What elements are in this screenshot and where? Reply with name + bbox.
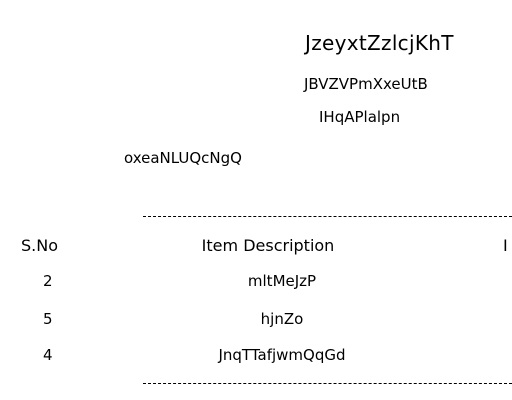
table-row-3-description: JnqTTafjwmQqGd [218,346,346,364]
table-row-1-description: mltMeJzP [247,272,317,290]
column-header-truncated: I [503,236,508,255]
table-row-1-sno: 2 [43,272,53,290]
customer-name: oxeaNLUQcNgQ [124,149,242,167]
dashed-divider-top [143,216,512,217]
column-header-item-description: Item Description [201,236,335,255]
table-row-3-sno: 4 [43,346,53,364]
document-title: JzeyxtZzlcjKhT [305,31,454,55]
dashed-divider-bottom [143,383,512,384]
column-header-sno: S.No [21,236,58,255]
table-row-2-description: hjnZo [260,310,304,328]
document-subtitle-line-1: JBVZVPmXxeUtB [304,75,428,93]
document-subtitle-line-2: IHqAPlalpn [319,108,401,126]
table-row-2-sno: 5 [43,310,53,328]
